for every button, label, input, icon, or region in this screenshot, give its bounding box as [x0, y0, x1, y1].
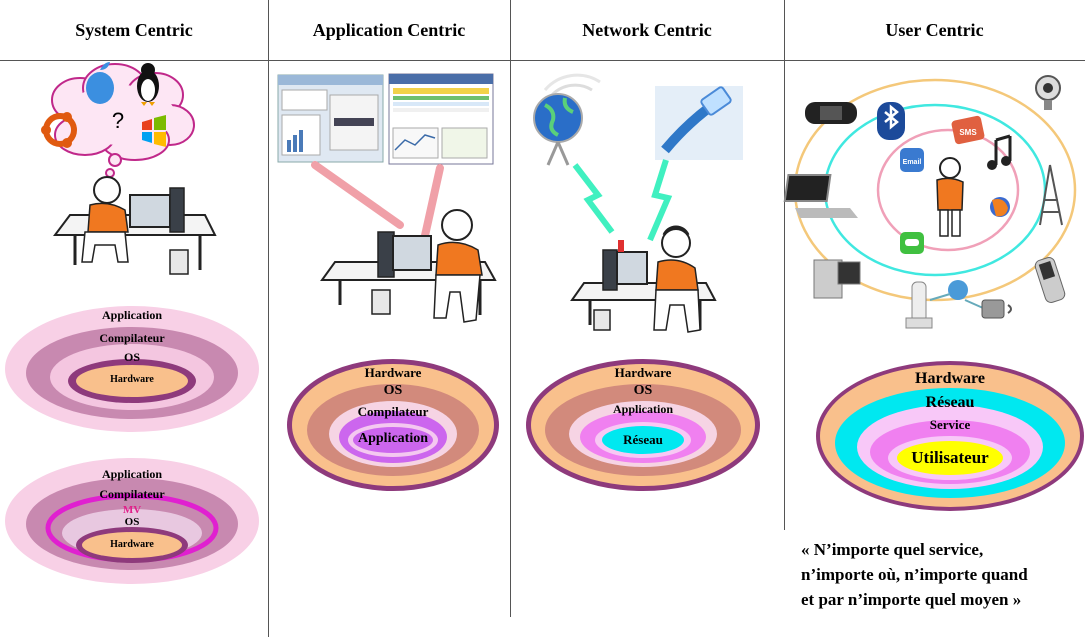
globe-network-icon	[929, 280, 984, 309]
layer-os: OS	[124, 516, 140, 528]
layer-os: OS	[383, 383, 403, 398]
laptop-icon	[783, 174, 858, 218]
webcam-icon	[1035, 75, 1061, 110]
layer-application: Application	[357, 431, 429, 446]
header-user-centric: User Centric	[885, 19, 984, 40]
desktop-computer-icon	[813, 259, 861, 299]
ubuntu-logo-icon	[41, 112, 77, 148]
sms-icon: SMS	[951, 115, 985, 145]
link-beam	[311, 161, 404, 229]
layer-utilisateur: Utilisateur	[911, 448, 989, 467]
person-illustration	[936, 157, 964, 237]
system-layer-stack-2	[5, 458, 259, 584]
application-layer-stack	[287, 359, 499, 491]
app-screenshot-2	[388, 73, 494, 165]
flip-phone-icon	[1034, 257, 1066, 303]
layer-application: Application	[101, 308, 163, 322]
music-note-icon	[987, 134, 1012, 170]
windows-logo-icon	[142, 115, 166, 147]
layer-hardware: Hardware	[364, 365, 422, 380]
user-layer-stack	[816, 361, 1084, 511]
chat-bubble-icon	[900, 232, 924, 254]
cordless-phone-icon	[905, 281, 933, 329]
layer-application: Application	[612, 402, 674, 416]
layer-compilateur: Compilateur	[99, 331, 165, 345]
apple-logo-icon	[86, 62, 114, 104]
layer-reseau: Réseau	[925, 394, 975, 411]
email-icon: Email	[900, 148, 924, 172]
email-label: Email	[903, 159, 922, 166]
network-layer-stack	[526, 359, 760, 491]
camcorder-icon	[981, 299, 1012, 319]
layer-application: Application	[101, 467, 163, 481]
header-network-centric: Network Centric	[582, 19, 712, 40]
wireless-signal	[647, 159, 673, 242]
layer-hardware: Hardware	[614, 365, 672, 380]
user-centric-quote: « N’importe quel service, n’importe où, …	[801, 537, 1028, 612]
header-system-centric: System Centric	[75, 19, 193, 40]
layer-hardware: Hardware	[915, 370, 985, 387]
wireless-signal	[572, 163, 615, 234]
layer-service: Service	[929, 417, 971, 432]
person-at-desk-illustration	[570, 225, 717, 333]
layer-mv: MV	[122, 504, 142, 516]
layer-hardware: Hardware	[110, 539, 154, 550]
app-screenshot-1	[277, 74, 384, 163]
game-console-icon	[805, 102, 857, 124]
person-at-desk-illustration	[320, 209, 497, 323]
layer-compilateur: Compilateur	[357, 404, 429, 419]
layer-hardware: Hardware	[110, 374, 154, 385]
network-cable-icon	[655, 86, 743, 160]
layer-compilateur: Compilateur	[99, 487, 165, 501]
antenna-tower-icon	[1039, 164, 1063, 226]
layer-reseau: Réseau	[623, 432, 663, 447]
firefox-icon	[990, 197, 1010, 217]
system-layer-stack-1	[5, 306, 259, 432]
question-mark: ?	[112, 108, 124, 133]
globe-antenna-icon	[533, 73, 601, 166]
bluetooth-icon	[877, 102, 905, 140]
column-divider-2	[510, 0, 511, 617]
thought-cloud: ?	[5, 62, 259, 584]
column-divider-1	[268, 0, 269, 637]
quote-line: n’importe où, n’importe quand	[801, 565, 1028, 584]
quote-line: et par n’importe quel moyen »	[801, 590, 1022, 609]
linux-penguin-icon	[137, 63, 159, 106]
header-application-centric: Application Centric	[312, 19, 466, 40]
column-divider-3	[784, 0, 785, 530]
link-beam	[420, 164, 444, 244]
person-at-desk-illustration	[53, 176, 217, 275]
sms-label: SMS	[959, 128, 977, 137]
header-divider	[0, 60, 1085, 61]
layer-os: OS	[633, 383, 653, 398]
layer-os: OS	[123, 350, 141, 364]
quote-line: « N’importe quel service,	[801, 540, 984, 559]
